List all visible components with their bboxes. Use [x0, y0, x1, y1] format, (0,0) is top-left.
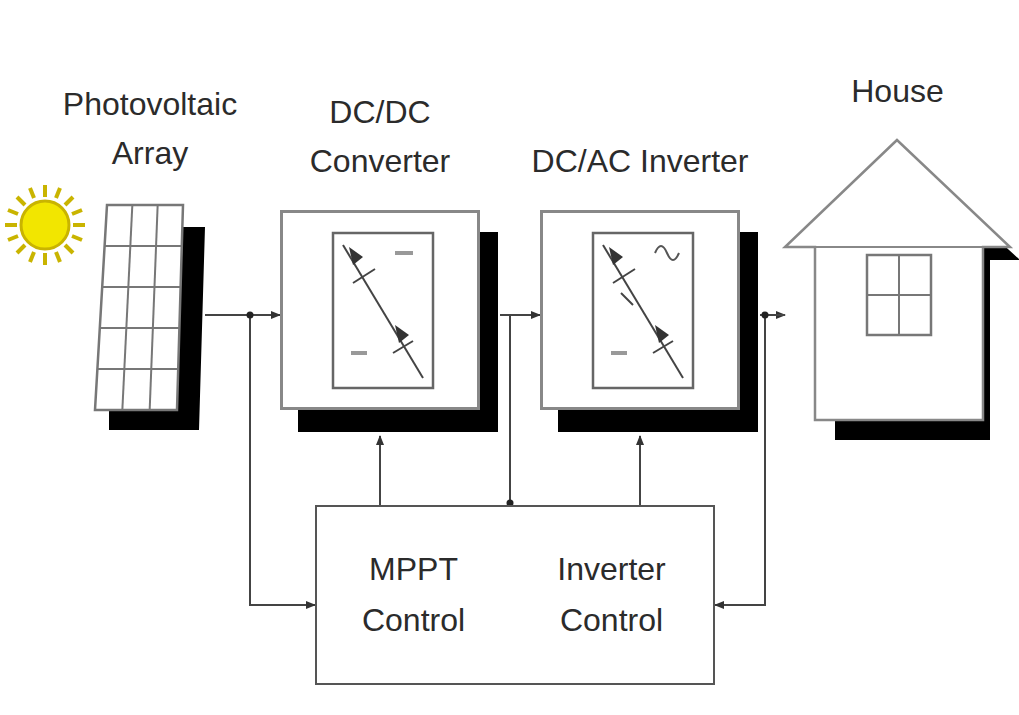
junction-dot — [762, 312, 769, 319]
node-illustration — [543, 213, 737, 407]
block-heading: Photovoltaic Array — [35, 80, 265, 179]
junction-dot — [247, 312, 254, 319]
node-illustration — [785, 135, 1010, 435]
connector — [379, 436, 381, 505]
control-block: MPPT Control — [315, 505, 512, 685]
sun-symbol — [5, 185, 85, 265]
control-label: MPPT Control — [357, 544, 470, 646]
connector — [500, 315, 510, 505]
inverter-box: DC/AC Inverter — [540, 210, 740, 410]
photovoltaic-array: Photovoltaic Array — [95, 205, 205, 430]
converter-box: DC/DC Converter — [280, 210, 480, 410]
block-heading: House — [798, 67, 998, 117]
node-illustration — [95, 205, 205, 430]
control-label: Inverter Control — [550, 544, 673, 646]
block-heading: DC/AC Inverter — [530, 137, 750, 187]
node-illustration — [283, 213, 477, 407]
block-heading: DC/DC Converter — [270, 88, 490, 187]
connector — [639, 436, 641, 505]
house-symbol: House — [785, 135, 1010, 435]
control-block: Inverter Control — [510, 505, 715, 685]
